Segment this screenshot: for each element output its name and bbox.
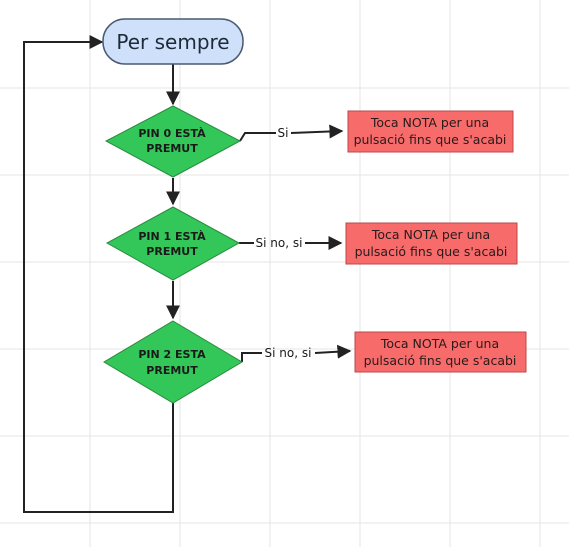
connector-pin2-to-action3 — [241, 352, 262, 362]
decision-diamond — [104, 105, 242, 178]
action-label-line1: Toca NOTA per una — [370, 115, 489, 130]
decision-diamond — [103, 320, 243, 404]
decision-label-line1: PIN 2 ESTA — [138, 348, 206, 361]
connector-pin2-label-to-action3 — [314, 344, 352, 359]
action-label-line2: pulsació fins que s'acabi — [354, 132, 507, 147]
action-box — [347, 110, 514, 153]
action-label-line2: pulsació fins que s'acabi — [364, 353, 517, 368]
connector-loop-back — [23, 35, 174, 513]
decision-pin1[interactable]: PIN 1 ESTÀ PREMUT — [105, 206, 241, 281]
branch-label-pin0: Si — [278, 126, 289, 140]
branch-label-pin2: Si no, si — [265, 346, 312, 360]
branch-label-pin1: Si no, si — [256, 236, 303, 250]
decision-pin2[interactable]: PIN 2 ESTA PREMUT — [103, 320, 243, 404]
action-node-1[interactable]: Toca NOTA per una pulsació fins que s'ac… — [347, 110, 514, 153]
decision-label-line2: PREMUT — [146, 364, 198, 377]
decision-label-line1: PIN 0 ESTÀ — [138, 127, 206, 140]
decision-label-line2: PREMUT — [146, 142, 198, 155]
action-label-line1: Toca NOTA per una — [380, 336, 499, 351]
start-node[interactable]: Per sempre — [102, 18, 244, 65]
decision-diamond — [105, 206, 241, 281]
connector-pin0-label-to-action1 — [290, 124, 344, 139]
connectors — [23, 35, 352, 513]
action-node-3[interactable]: Toca NOTA per una pulsació fins que s'ac… — [354, 331, 527, 373]
decision-label-line1: PIN 1 ESTÀ — [138, 230, 206, 243]
action-node-2[interactable]: Toca NOTA per una pulsació fins que s'ac… — [345, 222, 518, 265]
action-label-line1: Toca NOTA per una — [371, 227, 490, 242]
decision-label-line2: PREMUT — [146, 245, 198, 258]
start-terminator — [102, 18, 244, 65]
decision-pin0[interactable]: PIN 0 ESTÀ PREMUT — [104, 105, 242, 178]
connector-pin0-to-action1 — [239, 132, 276, 142]
start-label: Per sempre — [116, 30, 229, 54]
action-box — [354, 331, 527, 373]
action-box — [345, 222, 518, 265]
action-label-line2: pulsació fins que s'acabi — [355, 244, 508, 259]
